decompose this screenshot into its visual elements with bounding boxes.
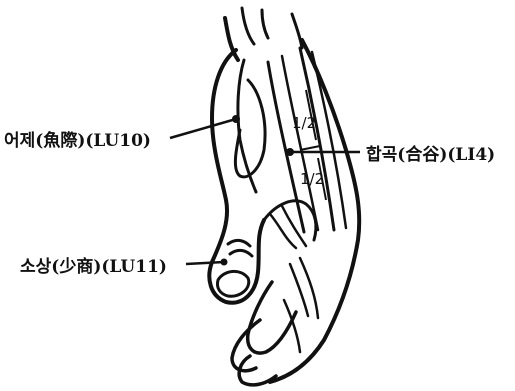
palm-crease — [284, 300, 300, 352]
label-eoje: 어제(魚際)(LU10) — [4, 130, 151, 151]
tick-mark — [300, 146, 320, 150]
thumb-tip-mark — [228, 240, 252, 256]
finger-middle — [232, 320, 260, 371]
eoje-leader — [170, 119, 236, 138]
metacarpal-line — [268, 62, 304, 232]
thumb-nail — [217, 271, 248, 296]
label-hapgok: 합곡(合谷)(LI4) — [366, 144, 495, 165]
metacarpal-line — [282, 56, 318, 230]
point-sosang — [186, 259, 228, 266]
finger-index — [248, 282, 296, 353]
wrist-line — [242, 8, 254, 44]
point-eoje — [170, 115, 240, 138]
label-half-upper: 1/2 — [292, 114, 316, 132]
label-half-lower: 1/2 — [300, 170, 324, 188]
sosang-leader — [186, 262, 224, 264]
hand-outline — [209, 8, 359, 385]
wrist-line — [292, 14, 302, 48]
wrist-line — [262, 10, 268, 38]
finger-crease — [290, 258, 318, 318]
label-sosang: 소상(少商)(LU11) — [20, 256, 167, 277]
